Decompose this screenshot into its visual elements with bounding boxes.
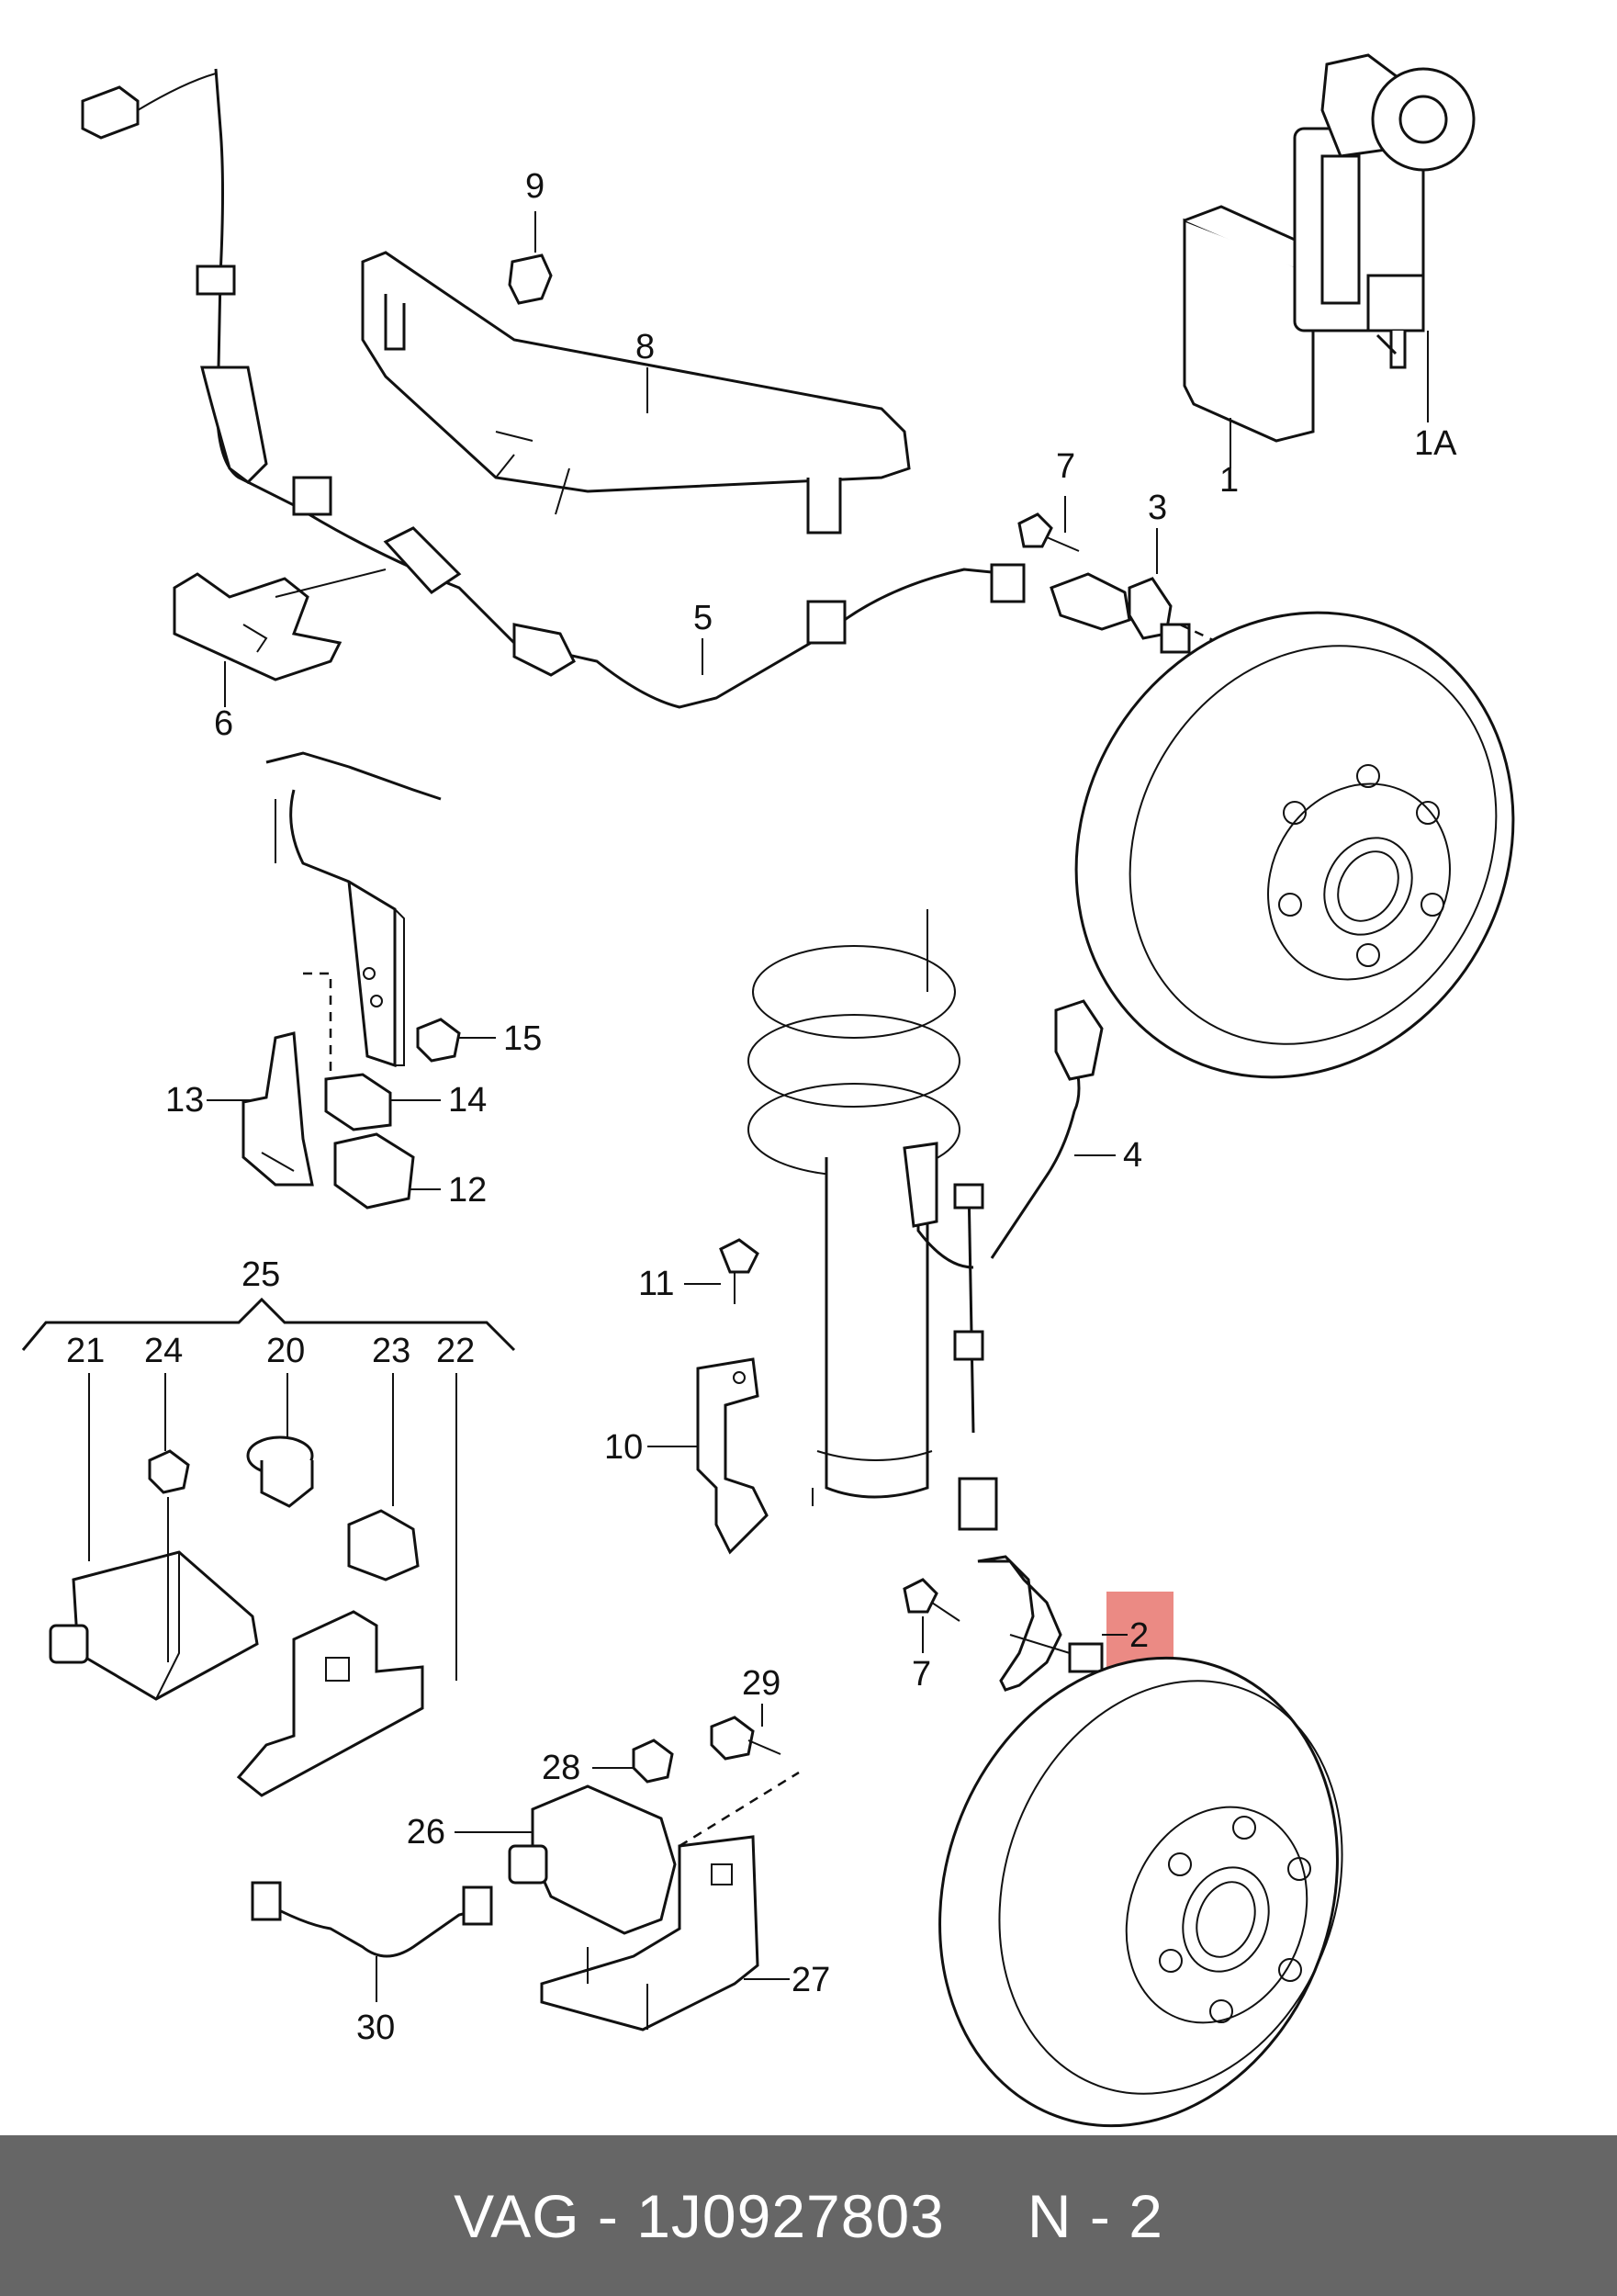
callout-1a: 1A xyxy=(1414,424,1457,463)
callout-6: 6 xyxy=(214,704,233,743)
grommet-20 xyxy=(246,1435,314,1508)
callout-24: 24 xyxy=(144,1332,183,1370)
clip-14 xyxy=(324,1073,392,1131)
callout-30: 30 xyxy=(356,2009,395,2047)
bracket-13 xyxy=(241,972,332,1187)
sensor-module-26 xyxy=(508,1784,677,1935)
bolt-29 xyxy=(710,1716,781,1761)
callout-21: 21 xyxy=(66,1332,105,1370)
upper-cable-harness xyxy=(81,68,1026,709)
callout-22: 22 xyxy=(436,1332,475,1370)
nut-28 xyxy=(632,1739,674,1784)
position-reference: N - 2 xyxy=(1027,2181,1163,2250)
callout-10: 10 xyxy=(604,1428,643,1467)
parts-diagram: 1 1A 8 9 5 6 7 xyxy=(21,53,1515,2128)
callout-1: 1 xyxy=(1219,461,1239,500)
clip-23 xyxy=(347,1509,420,1581)
callout-3: 3 xyxy=(1148,489,1167,527)
callout-28: 28 xyxy=(542,1749,580,1787)
front-cable-4 xyxy=(903,999,1104,1531)
callout-11: 11 xyxy=(638,1265,674,1303)
callout-2: 2 xyxy=(1129,1616,1149,1655)
part-number-footer: VAG - 1J0927803 N - 2 xyxy=(0,2135,1617,2296)
group-25-bracket xyxy=(21,1297,516,1352)
callout-20: 20 xyxy=(266,1332,305,1370)
nut-24 xyxy=(148,1449,190,1494)
part-number: VAG - 1J0927803 xyxy=(454,2181,945,2250)
cable-holder xyxy=(173,572,342,681)
bracket-22 xyxy=(236,1610,424,1797)
callout-12: 12 xyxy=(448,1171,487,1210)
screw-11 xyxy=(719,1238,759,1304)
upper-bolt xyxy=(1017,512,1080,552)
bracket-10 xyxy=(696,1357,769,1555)
lower-bolt xyxy=(903,1578,960,1622)
callout-7-upper: 7 xyxy=(1056,447,1075,486)
callout-8: 8 xyxy=(635,328,655,366)
rail-bracket xyxy=(361,251,911,535)
nut-15 xyxy=(416,1018,461,1063)
bracket-27 xyxy=(540,1835,759,2032)
callout-26: 26 xyxy=(407,1813,445,1851)
callout-14: 14 xyxy=(448,1081,487,1120)
callout-13: 13 xyxy=(165,1081,204,1120)
coil-spring-strut xyxy=(747,909,960,1506)
rear-speed-sensor xyxy=(1050,572,1191,654)
callout-4: 4 xyxy=(1123,1136,1142,1175)
front-speed-sensor[interactable] xyxy=(977,1555,1104,1692)
callout-5: 5 xyxy=(693,599,713,637)
control-module-21 xyxy=(49,1550,259,1701)
callout-7-lower: 7 xyxy=(912,1655,931,1694)
callout-9: 9 xyxy=(525,167,545,206)
callout-23: 23 xyxy=(372,1332,410,1370)
callout-27: 27 xyxy=(792,1961,830,1999)
callout-15: 15 xyxy=(503,1019,542,1058)
lower-brake-disc xyxy=(938,1656,1343,2128)
upper-brake-disc xyxy=(1074,611,1515,1079)
clip xyxy=(508,253,553,305)
callout-29: 29 xyxy=(742,1664,780,1703)
shock-tower xyxy=(265,751,442,1068)
abs-control-unit xyxy=(1183,53,1476,443)
cable-30 xyxy=(251,1881,493,1958)
module-12 xyxy=(333,1132,415,1210)
callout-25: 25 xyxy=(241,1255,280,1294)
